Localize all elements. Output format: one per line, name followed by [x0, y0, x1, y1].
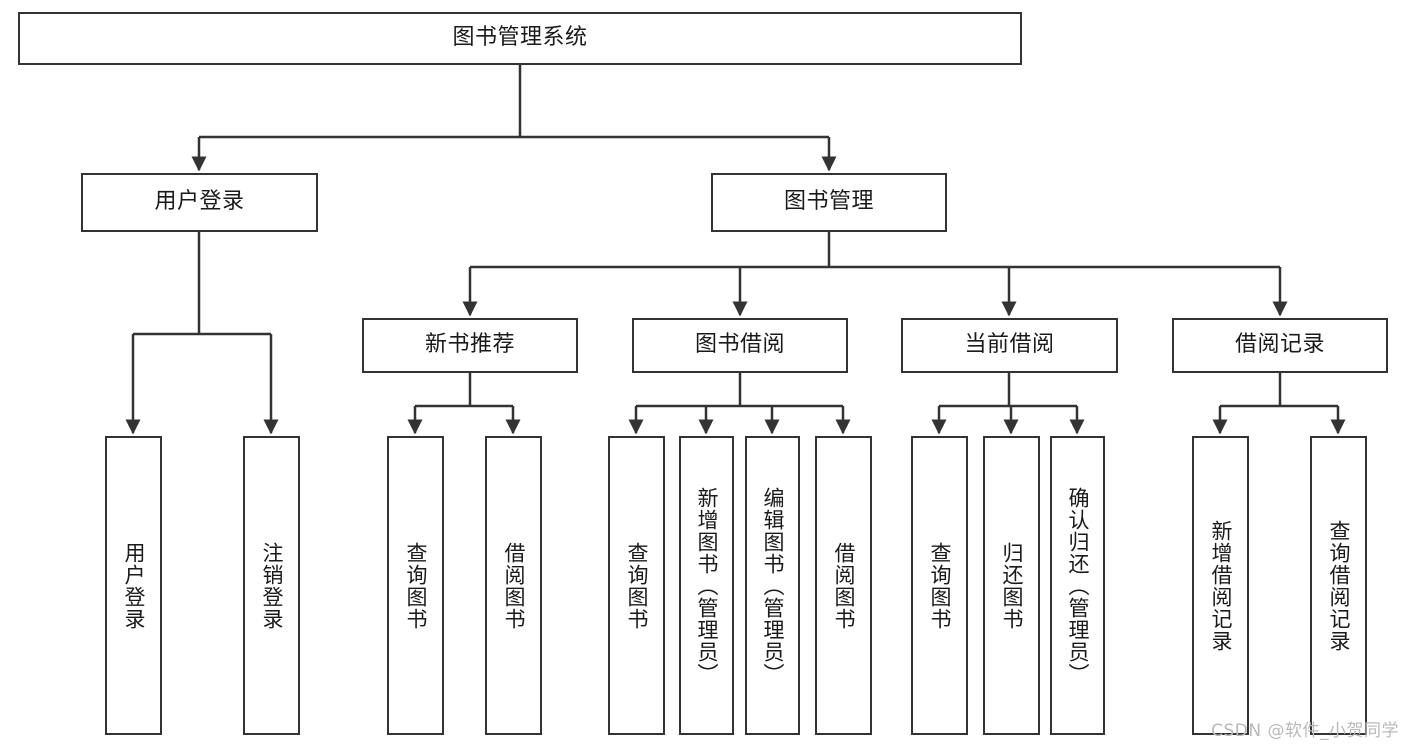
leaf-user-logout[interactable]: 注销登录 — [243, 436, 300, 735]
leaf-bb-borrow-book[interactable]: 借阅图书 — [815, 436, 872, 735]
leaf-nbr-query-book[interactable]: 查询图书 — [387, 436, 444, 735]
leaf-cb-confirm-return-admin[interactable]: 确认归还（管理员） — [1050, 436, 1105, 735]
leaf-cb-query-book[interactable]: 查询图书 — [911, 436, 968, 735]
leaf-br-query-record[interactable]: 查询借阅记录 — [1310, 436, 1367, 735]
csdn-watermark: CSDN @软件_小贺同学 — [1211, 721, 1399, 741]
leaf-br-add-record[interactable]: 新增借阅记录 — [1192, 436, 1249, 735]
leaf-nbr-borrow-book[interactable]: 借阅图书 — [485, 436, 542, 735]
node-book-management[interactable]: 图书管理 — [711, 173, 947, 232]
node-user-login[interactable]: 用户登录 — [81, 173, 318, 232]
node-new-book-recommend[interactable]: 新书推荐 — [362, 318, 578, 373]
leaf-bb-query-book[interactable]: 查询图书 — [608, 436, 665, 735]
leaf-bb-edit-book-admin[interactable]: 编辑图书（管理员） — [745, 436, 800, 735]
node-book-borrow[interactable]: 图书借阅 — [632, 318, 848, 373]
node-current-borrow[interactable]: 当前借阅 — [901, 318, 1118, 373]
node-borrow-record[interactable]: 借阅记录 — [1172, 318, 1388, 373]
leaf-cb-return-book[interactable]: 归还图书 — [983, 436, 1040, 735]
leaf-user-login[interactable]: 用户登录 — [105, 436, 162, 735]
node-root-system[interactable]: 图书管理系统 — [18, 12, 1022, 65]
leaf-bb-add-book-admin[interactable]: 新增图书（管理员） — [679, 436, 734, 735]
